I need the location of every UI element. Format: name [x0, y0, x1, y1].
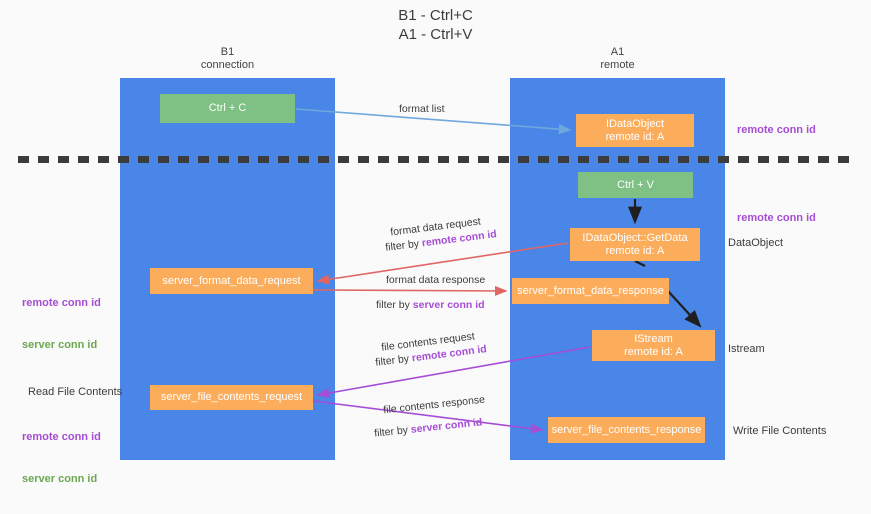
node-ctrl-c[interactable]: Ctrl + C [160, 94, 295, 123]
column-header-a1: A1 remote [600, 46, 635, 71]
node-idataobject[interactable]: IDataObject remote id: A [576, 114, 694, 147]
node-server-file-contents-request[interactable]: server_file_contents_request [150, 385, 313, 410]
edge-label-file-contents-response: file contents response [382, 393, 486, 417]
node-server-file-contents-response[interactable]: server_file_contents_response [548, 417, 705, 443]
annotation-remote-conn-id-mid: remote conn id [737, 212, 816, 224]
filter-key-server-conn-id: server conn id [410, 416, 483, 436]
edge-label-file-contents-response-filter: filter by server conn id [374, 415, 483, 440]
annotation-left-conn-ids-2: remote conn id server conn id [22, 402, 101, 514]
annotation-left-conn-ids: remote conn id server conn id [22, 268, 101, 380]
filter-prefix: filter by [373, 423, 412, 440]
node-idataobject-getdata[interactable]: IDataObject::GetData remote id: A [570, 228, 700, 261]
edge-label-format-data-response: format data response [386, 274, 486, 286]
edge-label-format-data-response-filter: filter by server conn id [376, 298, 485, 312]
filter-key-server-conn-id: server conn id [412, 299, 485, 311]
node-ctrl-v[interactable]: Ctrl + V [578, 172, 693, 198]
annotation-write-file-contents: Write File Contents [733, 425, 827, 437]
node-server-format-data-request[interactable]: server_format_data_request [150, 268, 313, 294]
annotation-left-server-conn-id-2: server conn id [22, 473, 98, 485]
annotation-dataobject: DataObject [728, 237, 784, 249]
edge-label-format-list: format list [399, 103, 445, 115]
filter-prefix: filter by [376, 299, 413, 311]
annotation-left-remote-conn-id-2: remote conn id [22, 431, 101, 443]
phase-divider [18, 156, 854, 163]
page-title: B1 - Ctrl+C A1 - Ctrl+V [398, 7, 473, 43]
node-istream[interactable]: IStream remote id: A [592, 330, 715, 361]
annotation-left-remote-conn-id: remote conn id [22, 297, 101, 309]
filter-prefix: filter by [374, 352, 413, 369]
column-header-b1: B1 connection [200, 46, 255, 71]
edge-format-data-response [312, 285, 508, 297]
annotation-remote-conn-id-top: remote conn id [737, 124, 816, 136]
diagram-canvas: B1 - Ctrl+C A1 - Ctrl+V B1 connection A1… [18, 7, 854, 485]
filter-prefix: filter by [384, 237, 423, 254]
annotation-read-file-contents: Read File Contents [28, 386, 123, 398]
annotation-istream: Istream [728, 343, 765, 355]
node-server-format-data-response[interactable]: server_format_data_response [512, 278, 669, 304]
annotation-left-server-conn-id: server conn id [22, 339, 98, 351]
